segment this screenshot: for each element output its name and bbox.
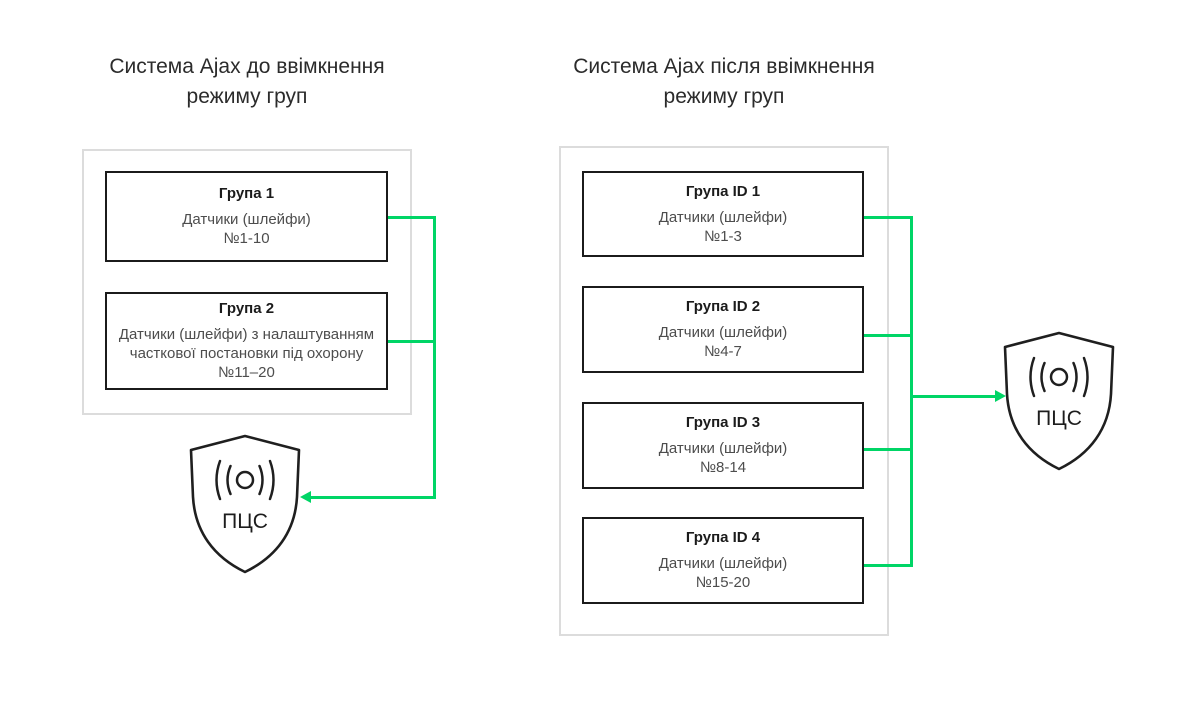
group-box-id3: Група ID 3 Датчики (шлейфи) №8-14 — [582, 402, 864, 489]
group-box-1: Група 1 Датчики (шлейфи) №1-10 — [105, 171, 388, 262]
monitoring-station-shield-before: ПЦС — [189, 434, 301, 574]
connector-stub-id3 — [864, 448, 913, 451]
group-title: Група 1 — [218, 185, 275, 202]
group-body: Датчики (шлейфи) №4-7 — [658, 324, 788, 360]
connector-vertical-left — [433, 216, 436, 499]
connector-stub-id4 — [864, 564, 913, 567]
connector-to-shield-left — [311, 496, 436, 499]
shield-icon — [1003, 331, 1115, 471]
group-box-id4: Група ID 4 Датчики (шлейфи) №15-20 — [582, 517, 864, 604]
arrowhead-icon — [995, 390, 1006, 402]
shield-label: ПЦС — [222, 510, 268, 533]
group-box-2: Група 2 Датчики (шлейфи) з налаштуванням… — [105, 292, 388, 390]
shield-icon — [189, 434, 301, 574]
group-body: Датчики (шлейфи) №1-3 — [658, 208, 788, 245]
group-title: Група 2 — [218, 300, 275, 317]
group-title: Група ID 3 — [685, 414, 761, 431]
group-title: Група ID 4 — [685, 529, 761, 546]
monitoring-station-shield-after: ПЦС — [1003, 331, 1115, 471]
group-box-id1: Група ID 1 Датчики (шлейфи) №1-3 — [582, 171, 864, 257]
signal-icon — [215, 459, 275, 501]
group-body: Датчики (шлейфи) з налаштуванням частков… — [118, 326, 375, 381]
connector-stub-group1 — [388, 216, 436, 219]
shield-label: ПЦС — [1036, 407, 1082, 430]
connector-vertical-right — [910, 216, 913, 567]
group-title: Група ID 2 — [685, 298, 761, 315]
group-box-id2: Група ID 2 Датчики (шлейфи) №4-7 — [582, 286, 864, 373]
connector-stub-id2 — [864, 334, 913, 337]
group-body: Датчики (шлейфи) №15-20 — [658, 555, 788, 591]
connector-stub-id1 — [864, 216, 913, 219]
group-title: Група ID 1 — [685, 182, 761, 200]
group-body: Датчики (шлейфи) №8-14 — [658, 440, 788, 476]
arrowhead-icon — [300, 491, 311, 503]
diagram-title-before: Система Ajax до ввімкнення режиму груп — [109, 55, 385, 108]
signal-icon — [1029, 356, 1089, 398]
diagram-title-after: Система Ajax після ввімкнення режиму гру… — [573, 55, 875, 108]
connector-to-shield-right — [910, 395, 995, 398]
group-body: Датчики (шлейфи) №1-10 — [182, 211, 311, 247]
connector-stub-group2 — [388, 340, 436, 343]
